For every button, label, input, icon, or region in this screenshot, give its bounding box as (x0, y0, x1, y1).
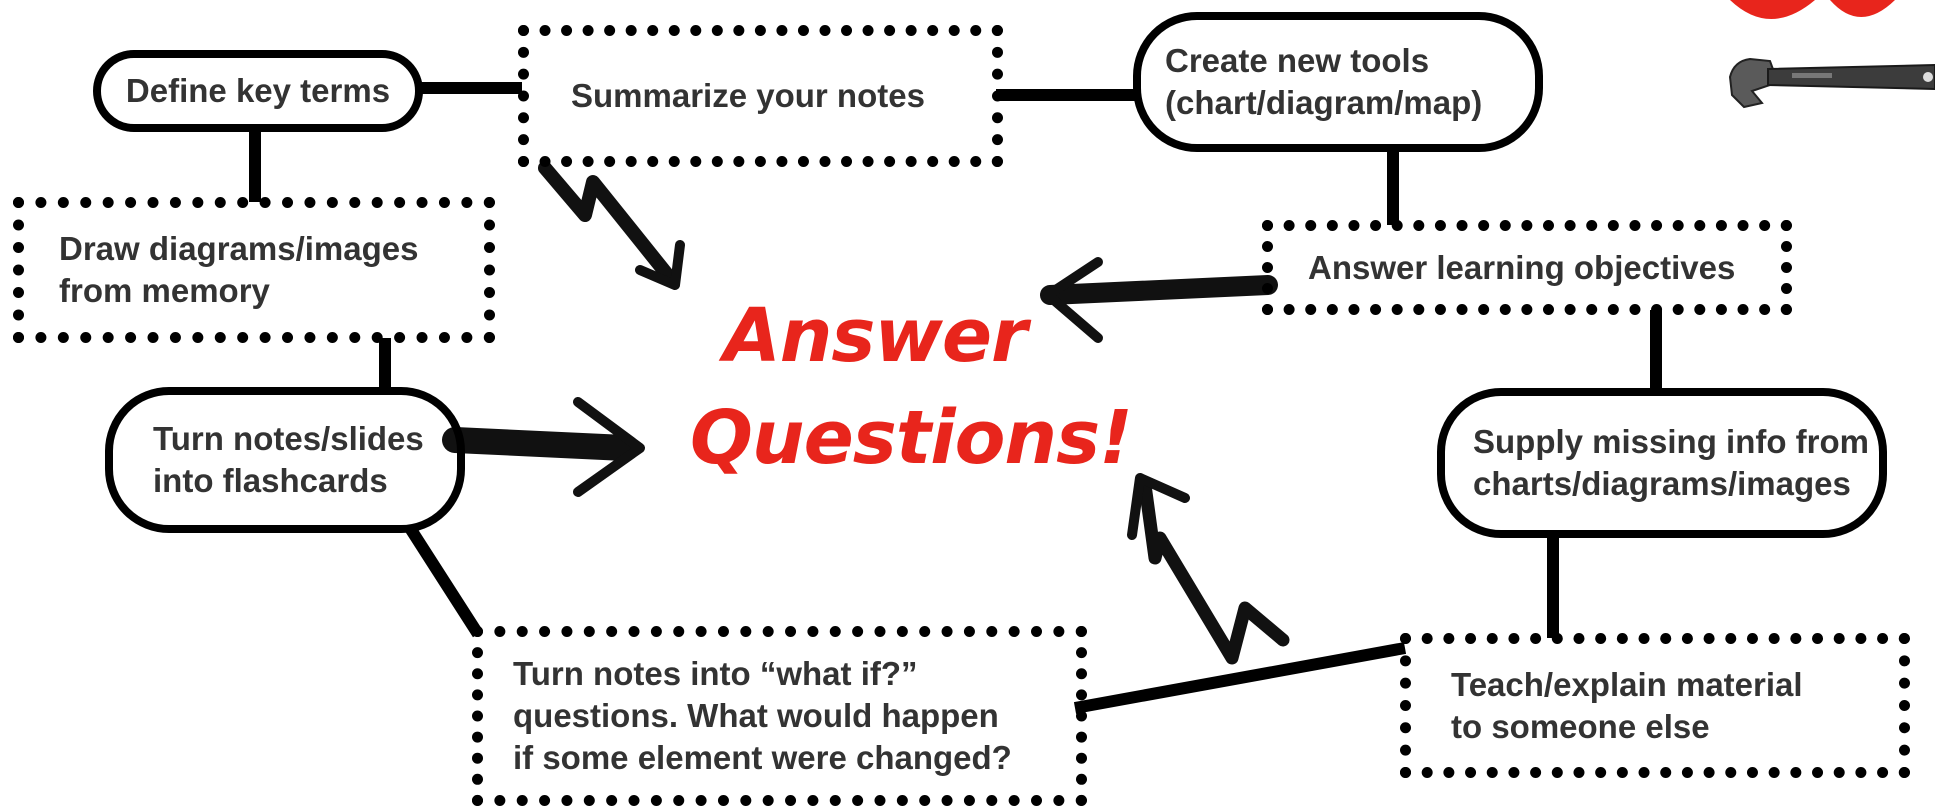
connector-flashcards-whatif (404, 524, 484, 638)
arrow-summarize-head (635, 240, 685, 290)
arrow-flashcards-to-center (442, 427, 638, 461)
node-draw-diagrams: Draw diagrams/images from memory (13, 197, 495, 343)
node-flashcards: Turn notes/slides into flashcards (105, 387, 465, 533)
connector-whatif-teach (1073, 642, 1407, 714)
center-title: Answer Questions! (690, 285, 1133, 495)
red-arc-decoration (1730, 0, 1895, 19)
node-teach-explain-label: Teach/explain material to someone else (1451, 665, 1803, 745)
node-summarize-notes-label: Summarize your notes (571, 77, 925, 114)
center-title-line1: Answer (723, 293, 1027, 379)
node-summarize-notes: Summarize your notes (518, 25, 1003, 167)
node-supply-missing-info-label: Supply missing info from charts/diagrams… (1473, 423, 1870, 502)
center-title-line2: Questions! (690, 395, 1133, 481)
node-create-new-tools: Create new tools (chart/diagram/map) (1133, 12, 1543, 152)
node-flashcards-label: Turn notes/slides into flashcards (153, 420, 424, 499)
node-answer-objectives-label: Answer learning objectives (1308, 248, 1736, 286)
wrench-icon (1728, 57, 1935, 109)
arrow-flashcards-head (573, 397, 645, 497)
arrow-whatif-head (1127, 473, 1190, 540)
node-define-key-terms: Define key terms (93, 50, 423, 132)
arrow-whatif-to-center (1138, 478, 1290, 665)
node-create-new-tools-label: Create new tools (chart/diagram/map) (1165, 42, 1483, 121)
node-supply-missing-info: Supply missing info from charts/diagrams… (1437, 388, 1887, 538)
arrow-objectives-to-center (1040, 275, 1278, 305)
node-draw-diagrams-label: Draw diagrams/images from memory (59, 230, 419, 309)
node-define-key-terms-label: Define key terms (125, 72, 391, 109)
node-teach-explain: Teach/explain material to someone else (1400, 633, 1910, 778)
node-answer-objectives: Answer learning objectives (1262, 220, 1792, 315)
node-what-if: Turn notes into “what if?” questions. Wh… (472, 626, 1087, 806)
arrow-summarize-to-center (538, 161, 677, 285)
node-what-if-label: Turn notes into “what if?” questions. Wh… (513, 655, 1012, 776)
arrow-objectives-head (1043, 257, 1103, 343)
